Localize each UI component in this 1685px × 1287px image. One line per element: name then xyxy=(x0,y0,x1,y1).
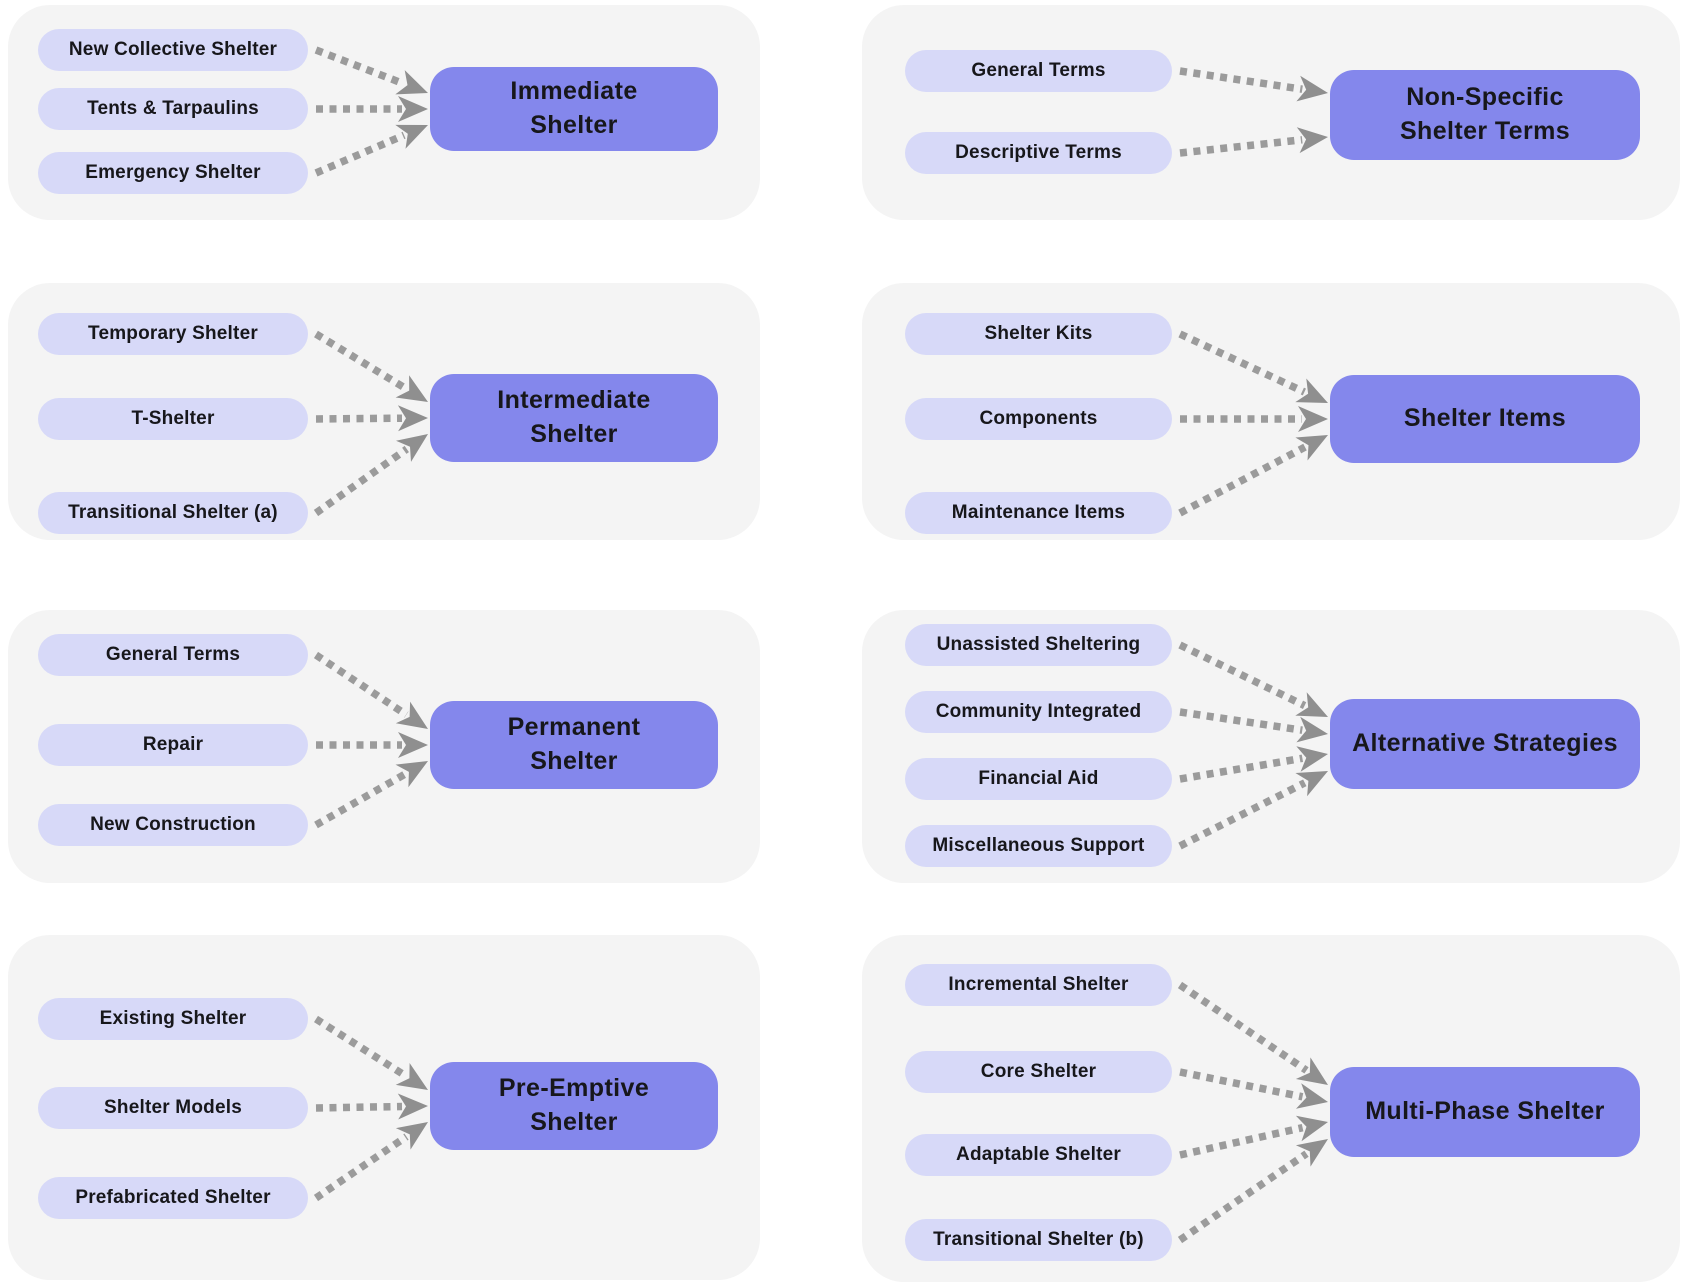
arrowhead-icon xyxy=(398,96,428,122)
arrowhead-icon xyxy=(397,405,428,432)
arrowhead-icon xyxy=(1295,1057,1328,1085)
dotted-arrow xyxy=(313,1133,409,1202)
source-node-tents-tarpaulins: Tents & Tarpaulins xyxy=(38,88,308,130)
arrowhead-icon xyxy=(398,732,428,758)
arrowhead-icon xyxy=(1295,1139,1328,1167)
dotted-arrow xyxy=(1179,67,1303,93)
source-node-temporary-shelter: Temporary Shelter xyxy=(38,313,308,355)
dotted-arrow xyxy=(1179,708,1303,734)
dotted-arrow xyxy=(1179,1124,1304,1159)
target-node-pre-emptive-shelter: Pre-Emptive Shelter xyxy=(430,1062,718,1150)
arrowhead-icon xyxy=(395,1122,428,1150)
arrowhead-icon xyxy=(395,375,428,402)
source-node-prefabricated-shelter: Prefabricated Shelter xyxy=(38,1177,308,1219)
dotted-arrow xyxy=(314,131,406,177)
arrowhead-icon xyxy=(395,1063,428,1090)
source-node-transitional-shelter-b: Transitional Shelter (b) xyxy=(905,1219,1172,1261)
arrowhead-icon xyxy=(1296,716,1328,743)
target-node-non-specific-shelter-terms: Non-Specific Shelter Terms xyxy=(1330,70,1640,160)
target-node-intermediate-shelter: Intermediate Shelter xyxy=(430,374,718,462)
dotted-arrow xyxy=(314,770,408,829)
arrowhead-icon xyxy=(395,701,428,729)
source-node-shelter-kits: Shelter Kits xyxy=(905,313,1172,355)
arrowhead-icon xyxy=(1295,1115,1328,1142)
source-node-maintenance-items: Maintenance Items xyxy=(905,492,1172,534)
dotted-arrow xyxy=(313,651,409,718)
source-node-financial-aid: Financial Aid xyxy=(905,758,1172,800)
dotted-arrow xyxy=(1178,779,1307,850)
dotted-arrow xyxy=(314,46,406,88)
arrowhead-icon xyxy=(1296,127,1328,154)
dotted-arrow xyxy=(313,1015,409,1080)
source-node-new-collective-shelter: New Collective Shelter xyxy=(38,29,308,71)
source-node-incremental-shelter: Incremental Shelter xyxy=(905,964,1172,1006)
source-node-emergency-shelter: Emergency Shelter xyxy=(38,152,308,194)
dotted-arrow xyxy=(1177,1150,1309,1244)
source-node-shelter-models: Shelter Models xyxy=(38,1087,308,1129)
source-node-miscellaneous-support: Miscellaneous Support xyxy=(905,825,1172,867)
dotted-arrow xyxy=(313,445,409,517)
arrowhead-icon xyxy=(396,434,428,462)
arrowhead-icon xyxy=(397,1093,428,1120)
source-node-community-integrated: Community Integrated xyxy=(905,691,1172,733)
source-node-general-terms: General Terms xyxy=(38,634,308,676)
target-node-permanent-shelter: Permanent Shelter xyxy=(430,701,718,789)
target-node-immediate-shelter: Immediate Shelter xyxy=(430,67,718,151)
target-node-shelter-items: Shelter Items xyxy=(1330,375,1640,463)
source-node-existing-shelter: Existing Shelter xyxy=(38,998,308,1040)
source-node-components: Components xyxy=(905,398,1172,440)
source-node-repair: Repair xyxy=(38,724,308,766)
arrowhead-icon xyxy=(1295,692,1328,717)
arrowhead-icon xyxy=(1298,406,1328,432)
source-node-transitional-shelter-a: Transitional Shelter (a) xyxy=(38,492,308,534)
source-node-descriptive-terms: Descriptive Terms xyxy=(905,132,1172,174)
arrowhead-icon xyxy=(1295,378,1328,403)
target-node-alternative-strategies: Alternative Strategies xyxy=(1330,699,1640,789)
arrowhead-icon xyxy=(1295,771,1328,797)
arrowhead-icon xyxy=(1296,75,1328,102)
arrowhead-icon xyxy=(1295,435,1328,461)
dotted-arrow xyxy=(1178,330,1306,396)
dotted-arrow xyxy=(1179,1068,1304,1101)
source-node-adaptable-shelter: Adaptable Shelter xyxy=(905,1134,1172,1176)
dotted-arrow xyxy=(1179,754,1304,783)
source-node-general-terms: General Terms xyxy=(905,50,1172,92)
dotted-arrow xyxy=(315,414,403,423)
target-node-multi-phase-shelter: Multi-Phase Shelter xyxy=(1330,1067,1640,1157)
arrowhead-icon xyxy=(395,124,428,149)
arrowhead-icon xyxy=(395,761,428,788)
dotted-arrow xyxy=(1177,981,1309,1074)
dotted-arrow xyxy=(1179,136,1303,157)
arrowhead-icon xyxy=(1296,1083,1328,1109)
source-node-new-construction: New Construction xyxy=(38,804,308,846)
dotted-arrow xyxy=(314,330,408,392)
source-node-t-shelter: T-Shelter xyxy=(38,398,308,440)
arrowhead-icon xyxy=(1296,746,1328,772)
source-node-core-shelter: Core Shelter xyxy=(905,1051,1172,1093)
dotted-arrow xyxy=(315,1102,403,1112)
arrowhead-icon xyxy=(395,70,428,95)
dotted-arrow xyxy=(1178,443,1307,517)
source-node-unassisted-sheltering: Unassisted Sheltering xyxy=(905,624,1172,666)
dotted-arrow xyxy=(1178,641,1307,709)
